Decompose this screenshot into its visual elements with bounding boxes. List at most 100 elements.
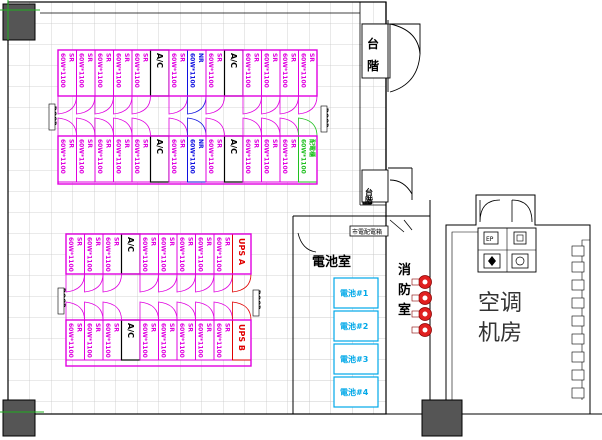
- ups-label: UPS A: [237, 238, 246, 266]
- ac-unit-label: A/C: [126, 237, 135, 252]
- rack-model-label: 60W*1100: [78, 53, 85, 88]
- door-swing: [102, 301, 122, 321]
- ac-room-label-a: 空调: [478, 291, 522, 316]
- rack-model-label: 60W*1100: [78, 139, 85, 174]
- ac-vent: [571, 369, 585, 381]
- rack-type-label: SR: [179, 139, 186, 148]
- battery-rack: [333, 343, 379, 375]
- battery-rack: [333, 376, 379, 408]
- rack-model-label: 60W*1100: [96, 53, 103, 88]
- lower-row-outline: [65, 233, 252, 275]
- fire-extinguisher-icon: [411, 323, 432, 337]
- ac-vent: [571, 351, 585, 363]
- fire-extinguisher-icon: [411, 275, 432, 289]
- rack-type-label: SR: [205, 237, 212, 246]
- rack-model-label: 60W*1100: [244, 139, 251, 174]
- rack-model-label: 60W*1100: [215, 323, 222, 358]
- rack-model-label: 60W*1100: [207, 139, 214, 174]
- rack-model-label: 60W*1100: [96, 139, 103, 174]
- rack-type-label: SR: [205, 323, 212, 332]
- door-swing: [205, 117, 225, 137]
- rack-type-label: SR: [76, 237, 83, 246]
- fire-extinguishers: [411, 275, 432, 337]
- rack-type-label: SR: [224, 237, 231, 246]
- rack-type-label: NR: [197, 53, 204, 63]
- fire-extinguisher-icon: [411, 307, 432, 321]
- stair-label-top-b: 階: [367, 58, 379, 73]
- rack-type-label: SR: [94, 237, 101, 246]
- door-swing: [298, 95, 318, 115]
- door-swing: [131, 117, 151, 137]
- rack-model-label: 60W*1100: [263, 53, 270, 88]
- rack-type-label: 配電櫃: [308, 139, 316, 157]
- battery-label: 電池#1: [340, 288, 369, 298]
- rack-type-label: SR: [168, 237, 175, 246]
- rack-model-label: 60W*1100: [281, 53, 288, 88]
- rack-type-label: SR: [179, 53, 186, 62]
- rack-model-label: 60W*1100: [244, 53, 251, 88]
- rack-type-label: SR: [68, 139, 75, 148]
- rack-type-label: SR: [150, 237, 157, 246]
- rack-type-label: SR: [150, 323, 157, 332]
- ac-room-label-b: 机房: [478, 321, 522, 346]
- rack-type-label: SR: [168, 323, 175, 332]
- battery-rack: [333, 310, 379, 342]
- door-marker: [57, 287, 65, 315]
- rack-type-label: SR: [187, 237, 194, 246]
- rack-type-label: SR: [86, 139, 93, 148]
- rack-type-label: SR: [94, 323, 101, 332]
- rack-type-label: SR: [76, 323, 83, 332]
- rack-model-label: 60W*1100: [189, 53, 196, 88]
- battery-room: 市電配電箱 電池室 電池#1電池#2電池#3電池#4: [297, 225, 389, 408]
- rack-model-label: 60W*1100: [67, 237, 74, 272]
- ac-vent: [571, 315, 585, 327]
- rack-type-label: SR: [142, 53, 149, 62]
- rack-type-label: SR: [271, 139, 278, 148]
- rack-model-label: 60W*1100: [189, 139, 196, 174]
- ac-unit-label: A/C: [126, 323, 135, 338]
- guide-lines: [0, 0, 44, 413]
- fire-room-label-a: 消: [398, 262, 411, 278]
- rack-type-label: SR: [253, 53, 260, 62]
- rack-model-label: 60W*1100: [133, 139, 140, 174]
- rack-type-label: SR: [290, 53, 297, 62]
- battery-rack: [333, 277, 379, 309]
- fire-extinguisher-icon: [411, 291, 432, 305]
- ups-label: UPS B: [237, 324, 246, 351]
- rack-model-label: 60W*1100: [133, 53, 140, 88]
- rack-model-label: 60W*1100: [59, 53, 66, 88]
- column-bottom-right: [421, 399, 463, 437]
- distribution-box: [349, 225, 389, 237]
- rack-type-label: SR: [253, 139, 260, 148]
- door-swing: [131, 95, 151, 115]
- lower-row-outline: [65, 319, 252, 367]
- door-swing: [298, 117, 318, 137]
- ac-unit-label: A/C: [155, 53, 164, 68]
- rack-type-label: SR: [113, 237, 120, 246]
- rack-model-label: 60W*1100: [104, 323, 111, 358]
- ac-vent: [571, 333, 585, 345]
- ep-panel: [483, 231, 499, 245]
- rack-model-label: 60W*1100: [160, 237, 167, 272]
- battery-list: 電池#1電池#2電池#3電池#4: [333, 277, 379, 408]
- rack-type-label: SR: [216, 139, 223, 148]
- rack-type-label: SR: [105, 139, 112, 148]
- rack-model-label: 60W*1100: [86, 323, 93, 358]
- rack-type-label: SR: [113, 323, 120, 332]
- ac-vent: [571, 261, 585, 273]
- ac-unit-label: A/C: [229, 139, 238, 154]
- rack-type-label: SR: [216, 53, 223, 62]
- ac-outlet-icon: [511, 253, 529, 269]
- rack-type-label: SR: [105, 53, 112, 62]
- rack-model-label: 60W*1100: [170, 53, 177, 88]
- door-swing: [102, 273, 122, 293]
- rack-type-label: SR: [224, 323, 231, 332]
- upper-row-outline: [57, 49, 318, 97]
- battery-label: 電池#2: [340, 321, 368, 331]
- rack-type-label: SR: [123, 139, 130, 148]
- rack-model-label: 60W*1100: [115, 139, 122, 174]
- door-swing: [205, 95, 225, 115]
